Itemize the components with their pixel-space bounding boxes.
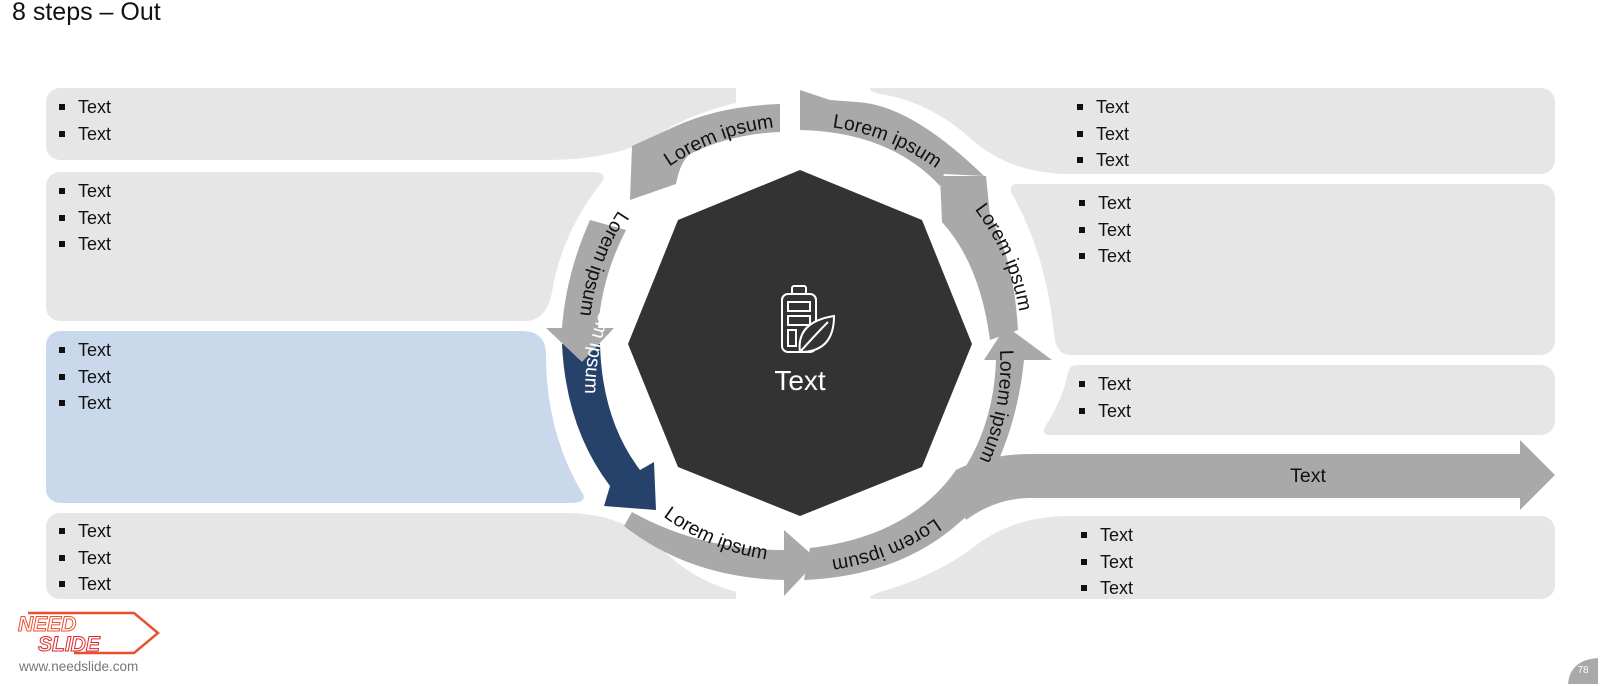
step-arrow-3[interactable]	[940, 176, 1018, 340]
list-item: Text	[58, 545, 111, 572]
right-panel-2	[1008, 184, 1555, 355]
battery-leaf-icon	[781, 285, 836, 354]
list-item: Text	[58, 178, 111, 205]
left-panel-1	[46, 88, 736, 160]
step-arrow-8[interactable]	[546, 220, 626, 362]
list-item: Text	[58, 231, 111, 258]
page-number-badge	[1568, 658, 1598, 684]
svg-text:NEED: NEED	[18, 613, 76, 636]
right-panel-1-list: Text Text Text	[1076, 94, 1129, 174]
list-item: Text	[58, 94, 111, 121]
right-panel-2-list: Text Text Text	[1078, 190, 1131, 270]
list-item: Text	[1078, 243, 1131, 270]
page-number: 78	[1577, 665, 1589, 676]
out-arrow-label: Text	[1290, 465, 1326, 487]
step-arrow-6[interactable]	[624, 512, 818, 596]
list-item: Text	[58, 518, 111, 545]
left-panel-3-list: Text Text Text	[58, 337, 111, 417]
out-arrow[interactable]	[956, 440, 1555, 520]
list-item: Text	[1078, 371, 1131, 398]
left-panel-3[interactable]	[46, 331, 601, 503]
list-item: Text	[58, 571, 111, 598]
needslide-logo: NEED SLIDE	[18, 611, 160, 657]
list-item: Text	[1080, 575, 1133, 602]
website-link[interactable]: www.needslide.com	[19, 659, 139, 674]
list-item: Text	[1080, 549, 1133, 576]
left-panel-2-list: Text Text Text	[58, 178, 111, 258]
left-panel-1-list: Text Text	[58, 94, 111, 147]
svg-text:SLIDE: SLIDE	[38, 633, 101, 656]
list-item: Text	[1078, 190, 1131, 217]
step-arrow-2[interactable]	[800, 90, 984, 186]
right-panel-4-list: Text Text Text	[1080, 522, 1133, 602]
left-panel-4	[46, 513, 736, 599]
center-label: Text	[774, 365, 826, 396]
list-item: Text	[1080, 522, 1133, 549]
right-panel-3-list: Text Text	[1078, 371, 1131, 424]
list-item: Text	[58, 121, 111, 148]
list-item: Text	[58, 390, 111, 417]
step-arrow-7[interactable]	[562, 344, 656, 510]
right-panel-3	[1042, 365, 1555, 435]
list-item: Text	[58, 364, 111, 391]
list-item: Text	[1076, 94, 1129, 121]
slide-title: 8 steps – Out	[12, 0, 161, 26]
list-item: Text	[58, 337, 111, 364]
list-item: Text	[1078, 398, 1131, 425]
list-item: Text	[1078, 217, 1131, 244]
list-item: Text	[1076, 121, 1129, 148]
step-arrow-4[interactable]	[966, 326, 1052, 470]
list-item: Text	[1076, 147, 1129, 174]
left-panel-2	[46, 172, 606, 321]
step-arrow-1[interactable]	[630, 104, 780, 200]
list-item: Text	[58, 205, 111, 232]
left-panel-4-list: Text Text Text	[58, 518, 111, 598]
